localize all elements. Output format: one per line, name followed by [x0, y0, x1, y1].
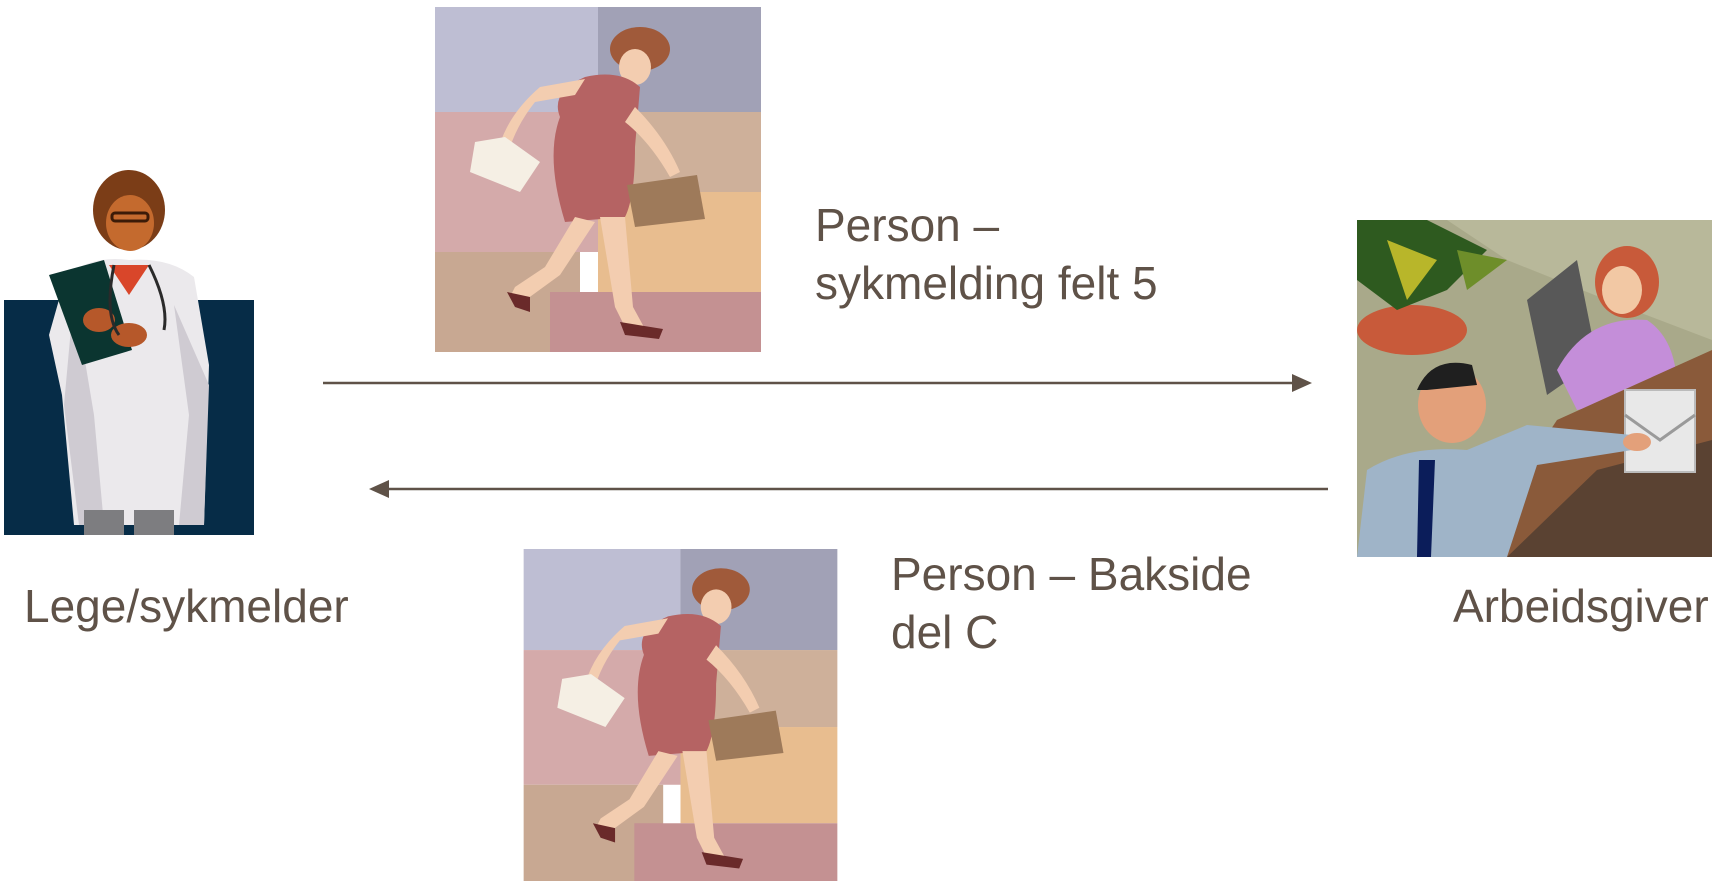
message-top-line2: sykmelding felt 5	[815, 257, 1158, 309]
walking-woman-clipart-bottom	[523, 549, 838, 881]
arrow-right	[323, 374, 1312, 392]
message-top-line1: Person –	[815, 199, 1000, 251]
doctor-clipart	[4, 170, 254, 535]
message-bottom-line1: Person – Bakside	[891, 548, 1252, 600]
arrow-left	[369, 480, 1328, 498]
office-meeting-clipart	[1357, 220, 1712, 557]
walking-woman-clipart-top	[435, 7, 761, 352]
doctor-label: Lege/sykmelder	[24, 580, 349, 632]
message-bottom-line2: del C	[891, 606, 999, 658]
employer-label: Arbeidsgiver	[1453, 580, 1709, 632]
